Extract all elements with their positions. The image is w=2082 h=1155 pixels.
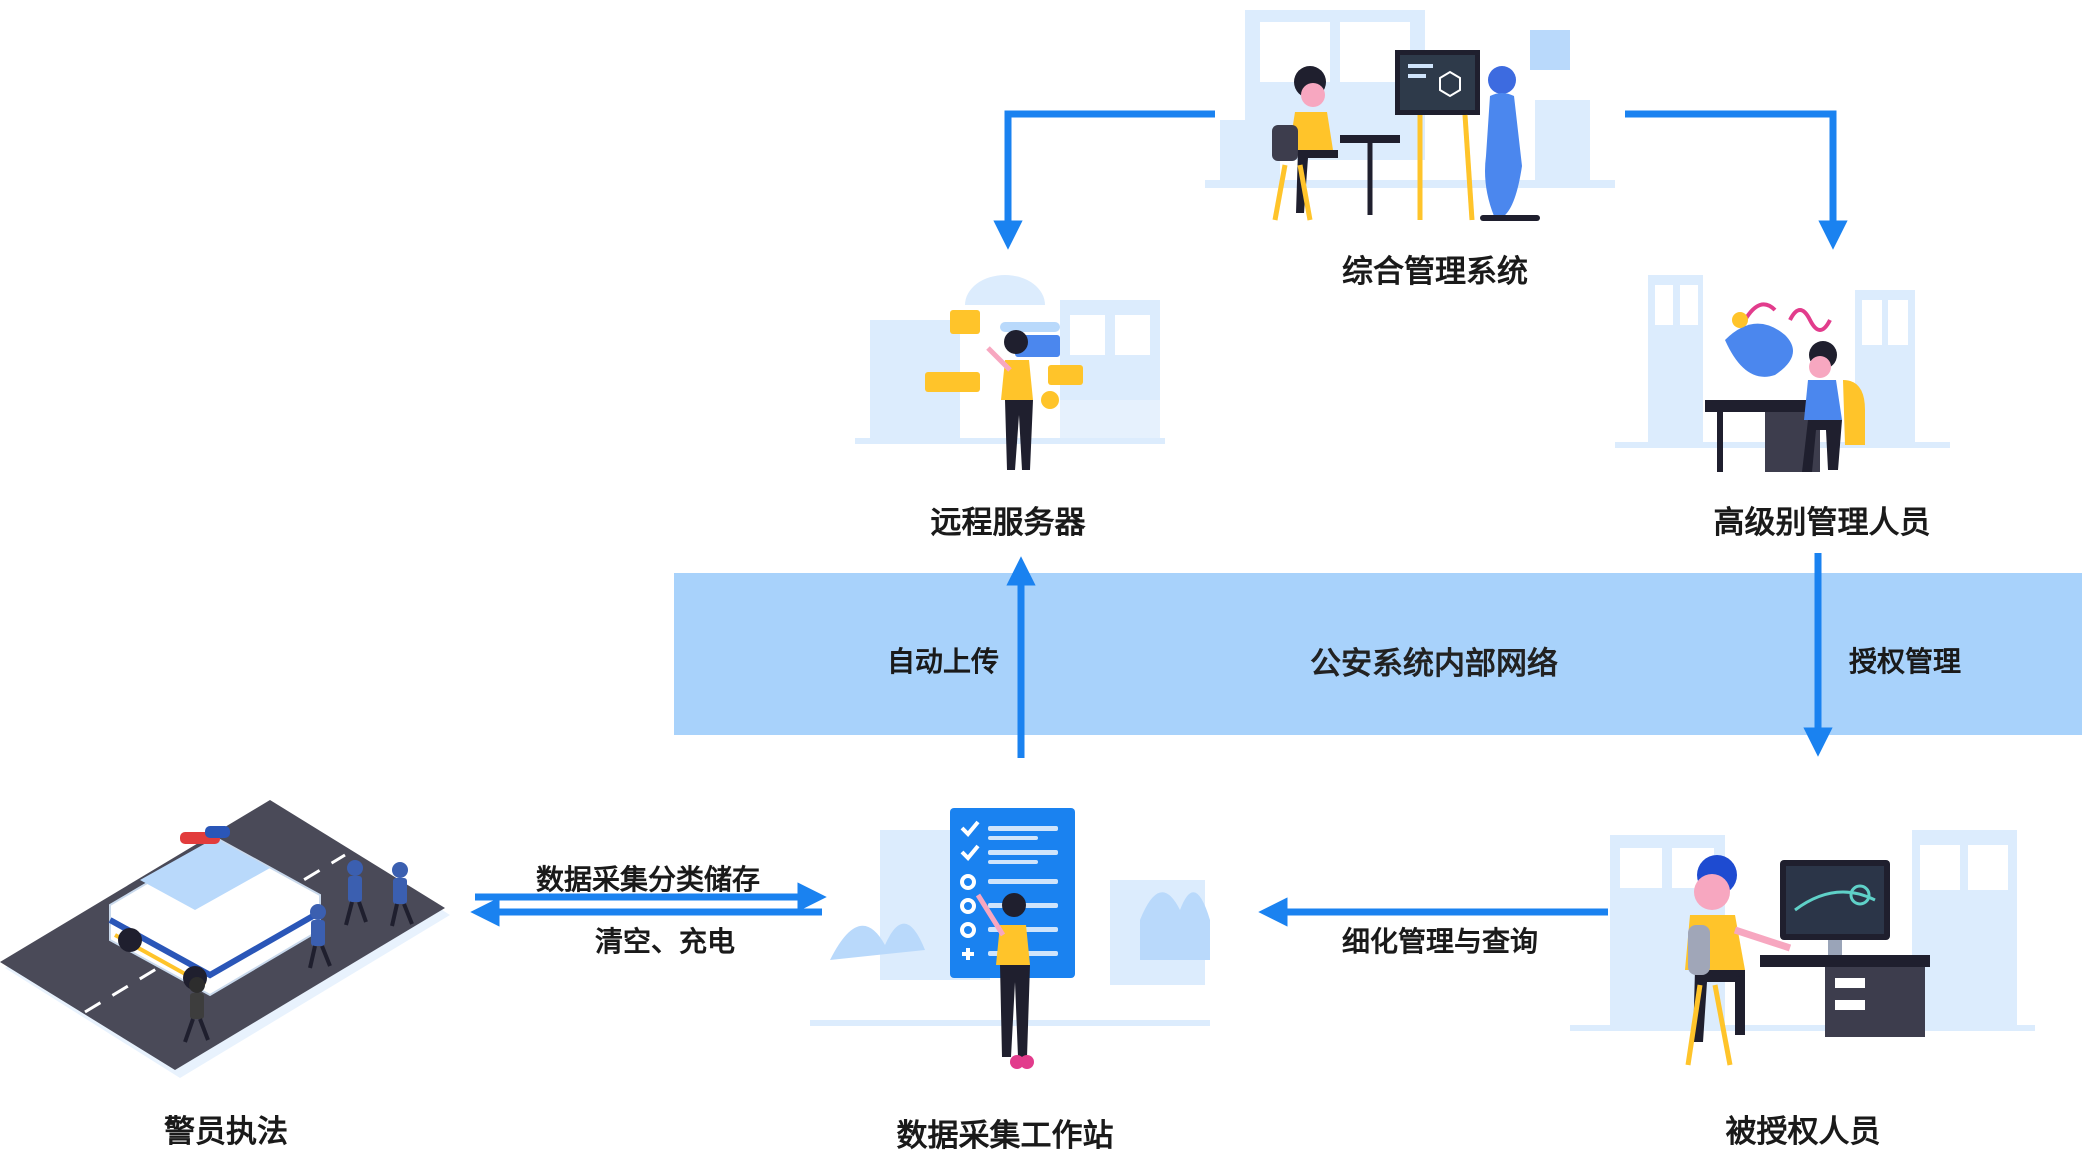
- edge-label-authorization: 授权管理: [1848, 645, 1962, 678]
- edge-label-clear-charge: 清空、充电: [594, 925, 736, 958]
- police-enforcement-illustration: [0, 800, 450, 1078]
- node-label-collection-station: 数据采集工作站: [896, 1118, 1114, 1154]
- edge-label-refined-query: 细化管理与查询: [1341, 925, 1539, 958]
- node-label-senior-manager: 高级别管理人员: [1713, 505, 1931, 541]
- network-label: 公安系统内部网络: [1310, 646, 1558, 682]
- node-label-remote-server: 远程服务器: [930, 505, 1086, 541]
- node-label-integrated-system: 综合管理系统: [1342, 254, 1528, 290]
- senior-manager-illustration: [1615, 275, 1950, 472]
- arrow-system-to-server: [993, 110, 1215, 250]
- connector-arrows: [470, 110, 1848, 927]
- remote-server-illustration: [855, 275, 1165, 470]
- edge-label-collect-store: 数据采集分类储存: [535, 863, 761, 896]
- edge-label-auto-upload: 自动上传: [886, 645, 1000, 678]
- arrow-system-to-senior-manager: [1625, 110, 1848, 250]
- collection-station-illustration: [810, 808, 1210, 1069]
- integrated-system-illustration: [1205, 10, 1615, 221]
- node-label-authorized-personnel: 被授权人员: [1725, 1114, 1881, 1150]
- authorized-personnel-illustration: [1570, 830, 2035, 1066]
- network-band: [674, 573, 2082, 735]
- node-label-police-enforcement: 警员执法: [164, 1114, 288, 1150]
